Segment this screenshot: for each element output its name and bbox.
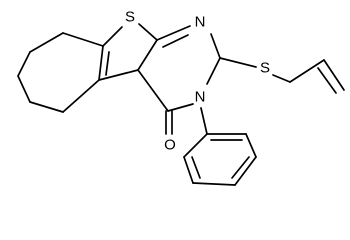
atom-label-thioether-sulfur: S <box>260 60 270 77</box>
atom-label-pyrimidine-nitrogen-3: N <box>195 89 206 106</box>
thiophene-ring <box>98 23 158 81</box>
molecule-structure-diagram: S N S N O <box>17 9 345 186</box>
allyl-sulfanyl-chain <box>219 57 345 94</box>
atom-label-thiophene-sulfur: S <box>125 9 135 26</box>
atom-label-carbonyl-oxygen: O <box>164 137 176 154</box>
atom-label-pyrimidine-nitrogen-1: N <box>195 14 206 31</box>
cycloheptane-ring <box>17 32 104 113</box>
carbonyl-group <box>165 110 173 135</box>
phenyl-ring <box>183 107 257 186</box>
pyrimidinone-ring <box>137 25 221 112</box>
